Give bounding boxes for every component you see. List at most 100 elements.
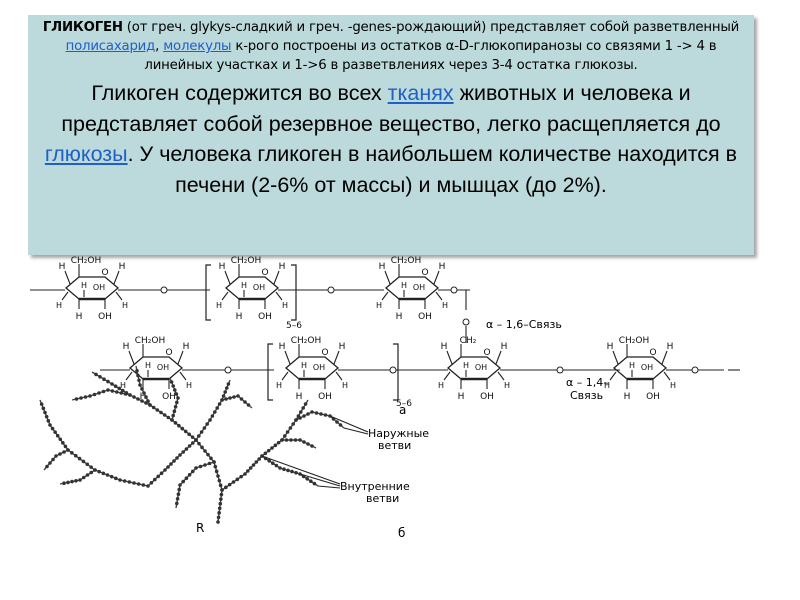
glucose-bead [77,456,82,461]
h-label: H [629,361,635,370]
h-label: H [441,342,448,352]
glucose-bead [217,478,222,483]
oh-label: OH [646,392,660,402]
chain-line [261,399,309,457]
glucose-bead [239,474,243,479]
glucose-bead [176,492,181,497]
glucose-bead [218,483,223,488]
glucose-bead [203,463,207,467]
glycosidic-oxygen [224,366,232,374]
repeat-count-label: 5–6 [286,321,302,331]
glucose-bead [105,473,110,477]
glucose-bead [98,375,102,379]
outer-branches-label-2: ветви [378,439,411,452]
glucose-bead [85,473,90,477]
outer-branch-chain [135,365,152,407]
substituent-bond [333,350,340,365]
molecules-link[interactable]: молекулы [163,39,232,54]
definition-text-part-2: , [155,39,164,54]
glucose-bead [226,382,231,386]
glucose-bead [66,480,70,485]
h-label: H [342,381,348,390]
info-text-box: ГЛИКОГЕН (от греч. glykys-сладкий и греч… [28,15,754,255]
outer-branch-chain [169,377,180,422]
glucose-bead [267,459,272,463]
glucose-bead [43,410,47,415]
h-label: H [439,262,446,272]
h-label: H [401,281,407,290]
glucose-bead [335,420,339,424]
glycosidic-oxygen [389,366,397,374]
h-label: H [463,361,469,370]
glucose-bead [216,520,220,524]
tissues-link[interactable]: тканях [387,81,454,105]
outer-branch-chain [220,394,253,409]
glucose-bead [181,479,185,484]
glucose-bead [278,466,282,470]
glucose-bead [312,481,317,486]
substituent-bond [284,350,291,365]
substituent-bond [609,371,617,381]
glucose-bead [88,394,92,398]
glucose-bead [128,393,132,397]
substituent-bond [443,371,451,381]
glucose-bead [89,465,93,469]
glucose-bead [286,468,290,473]
h-label: H [241,281,247,290]
glucose-bead [149,481,154,485]
glucose-bead [298,438,302,442]
glucose-link[interactable]: глюкозы [44,142,128,166]
inner-branches-label-2: ветви [366,492,399,505]
leader-line [343,427,369,435]
h-label: H [76,312,83,322]
h-label: H [119,262,126,272]
h-label: H [122,301,128,310]
glucose-bead [140,387,144,391]
glucose-bead [51,457,55,462]
glucose-bead [235,477,240,482]
glucose-bead [202,426,207,430]
glucose-bead [146,399,150,403]
glucose-bead [251,463,256,467]
glucose-bead [172,459,176,463]
glucose-bead [219,497,223,501]
left-bracket [267,343,273,401]
ring-oxygen-label: O [261,268,268,278]
outer-branches-label-1: Наружные [368,427,429,440]
glycosidic-oxygen [160,286,168,294]
glucose-bead [199,430,204,434]
inner-branch-chain [107,389,174,422]
glycosidic-oxygen [327,286,335,294]
h-label: H [607,342,614,352]
glucose-bead [246,403,251,407]
glucose-bead [184,476,189,481]
outer-branch-chain [71,388,110,401]
h-label: H [376,301,382,310]
glucose-bead [58,437,63,442]
substituent-bond [61,291,69,301]
glucose-bead [210,414,215,418]
h-label: H [379,262,386,272]
glucose-bead [203,449,207,453]
diagram-label-b: б [398,526,405,540]
ch2oh-label: CH₂OH [291,336,322,346]
polysaccharide-link[interactable]: полисахарид [65,39,156,54]
glucose-bead [162,413,167,417]
glucose-bead [101,471,106,476]
glucose-bead [243,472,247,476]
glucose-bead [114,476,118,481]
glucose-bead [78,478,82,482]
glucose-bead [62,450,66,454]
glucose-bead [310,410,314,414]
substituent-bond [128,350,135,365]
glucose-bead [39,402,44,406]
h-label: H [504,381,510,390]
glucose-bead [92,392,97,397]
glucose-bead [197,441,201,446]
outer-branch-chain [59,468,97,486]
glucose-bead [81,459,86,464]
glucose-bead [271,461,275,466]
glucose-bead [283,434,287,438]
